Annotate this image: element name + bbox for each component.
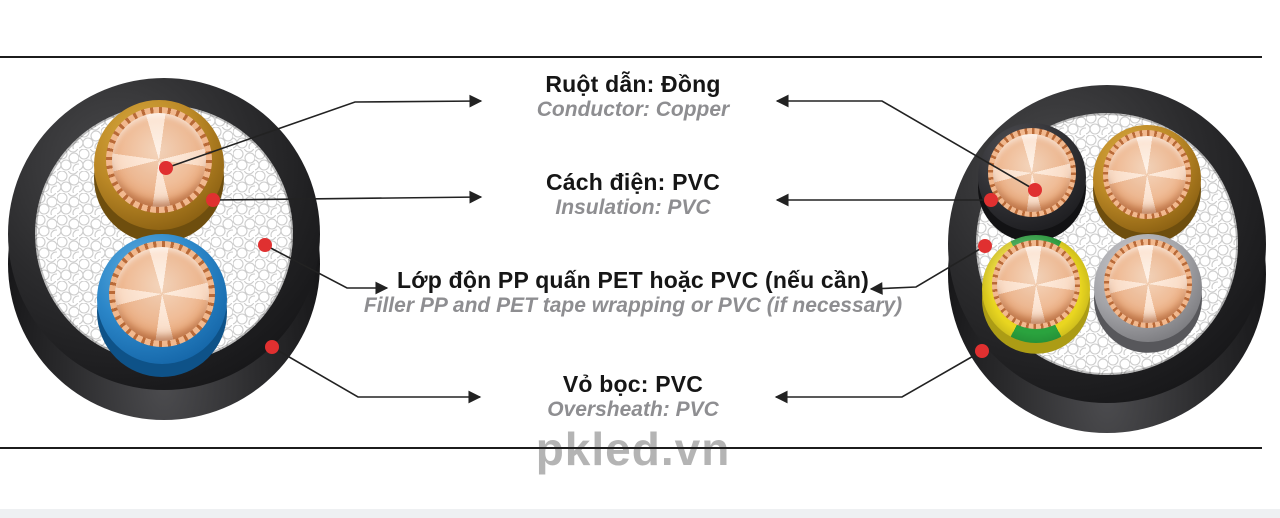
core-brown bbox=[94, 100, 224, 243]
copper-strand-face bbox=[1108, 135, 1186, 214]
label-insulation-en: Insulation: PVC bbox=[555, 196, 711, 219]
core-brown bbox=[1093, 125, 1201, 244]
label-filler-vi: Lớp độn PP quấn PET hoặc PVC (nếu cần) bbox=[396, 267, 870, 293]
bottom-bar bbox=[0, 509, 1280, 518]
copper-conductor bbox=[987, 128, 1077, 217]
copper-conductor bbox=[1102, 130, 1192, 219]
label-oversheath: Vỏ bọc: PVC Oversheath: PVC bbox=[333, 371, 933, 422]
copper-conductor bbox=[108, 240, 216, 348]
copper-conductor bbox=[991, 240, 1081, 329]
top-rule bbox=[0, 56, 1262, 58]
copper-conductor bbox=[105, 106, 213, 214]
copper-strand-face bbox=[1109, 244, 1187, 323]
label-conductor: Ruột dẫn: Đồng Conductor: Copper bbox=[333, 71, 933, 122]
two-core-cable bbox=[8, 78, 320, 420]
core-black bbox=[978, 123, 1086, 242]
label-oversheath-en: Oversheath: PVC bbox=[547, 398, 719, 421]
four-core-cable bbox=[948, 85, 1266, 433]
label-conductor-en: Conductor: Copper bbox=[536, 98, 730, 121]
copper-strand-face bbox=[115, 246, 209, 341]
bottom-rule bbox=[0, 447, 1262, 449]
copper-strand-face bbox=[997, 245, 1075, 324]
copper-strand-face bbox=[993, 133, 1071, 212]
core-blue bbox=[97, 234, 227, 377]
core-gray bbox=[1094, 234, 1202, 353]
label-conductor-vi: Ruột dẫn: Đồng bbox=[545, 71, 721, 97]
copper-conductor bbox=[1103, 239, 1193, 328]
copper-strand-face bbox=[112, 112, 206, 207]
watermark: pkled.vn bbox=[535, 423, 731, 475]
label-filler: Lớp độn PP quấn PET hoặc PVC (nếu cần) F… bbox=[333, 267, 933, 318]
label-filler-en: Filler PP and PET tape wrapping or PVC (… bbox=[363, 294, 903, 317]
label-insulation: Cách điện: PVC Insulation: PVC bbox=[333, 169, 933, 220]
label-oversheath-vi: Vỏ bọc: PVC bbox=[562, 371, 704, 397]
label-insulation-vi: Cách điện: PVC bbox=[545, 169, 721, 195]
core-yellow-green bbox=[982, 235, 1090, 354]
